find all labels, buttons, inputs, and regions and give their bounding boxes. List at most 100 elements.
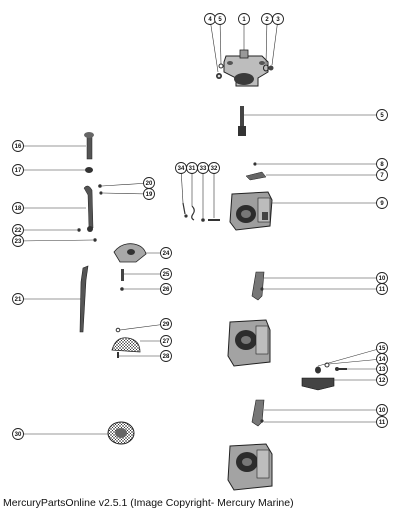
callout-5[interactable]: 5: [244, 109, 388, 121]
callout-11[interactable]: 11: [264, 283, 388, 295]
callout-circle: [214, 13, 226, 25]
callout-circle: [160, 268, 172, 280]
callout-27[interactable]: 27: [140, 335, 172, 347]
callout-32[interactable]: 32: [208, 162, 220, 219]
callout-number: 26: [163, 287, 170, 293]
callout-number: 18: [15, 206, 22, 212]
callout-17[interactable]: 17: [12, 164, 86, 176]
callout-15[interactable]: 15: [317, 342, 388, 367]
part-lever-10: [251, 271, 265, 301]
callout-8[interactable]: 8: [257, 158, 388, 170]
callout-3[interactable]: 3: [271, 13, 284, 66]
callout-12[interactable]: 12: [334, 374, 388, 386]
part-pin-11-lower: [260, 419, 264, 423]
part-spring-25: [121, 269, 124, 281]
part-carburetor-body-bottom: [227, 443, 273, 491]
part-carburetor-9: [229, 191, 273, 231]
callout-5[interactable]: 5: [214, 13, 226, 65]
part-washer-19: [99, 191, 103, 195]
callout-number: 13: [379, 367, 386, 373]
callout-circle: [376, 416, 388, 428]
part-filter-30: [107, 421, 135, 445]
callout-circle: [143, 188, 155, 200]
callout-number: 22: [15, 228, 22, 234]
callout-4[interactable]: 4: [204, 13, 219, 73]
callout-number: 16: [15, 144, 22, 150]
callout-circle: [12, 164, 24, 176]
callout-22[interactable]: 22: [12, 224, 78, 236]
callout-33[interactable]: 33: [197, 162, 209, 219]
callout-number: 8: [380, 162, 384, 168]
callout-number: 34: [178, 166, 185, 172]
callout-circle: [376, 109, 388, 121]
callout-25[interactable]: 25: [124, 268, 172, 280]
callout-circle: [160, 335, 172, 347]
callout-circle: [12, 235, 24, 247]
callout-number: 10: [379, 408, 386, 414]
callout-circle: [160, 318, 172, 330]
callout-number: 21: [15, 297, 22, 303]
callout-number: 14: [379, 357, 386, 363]
callout-number: 4: [208, 17, 212, 23]
leader-line: [265, 18, 268, 65]
callout-number: 30: [15, 432, 22, 438]
callout-7[interactable]: 7: [266, 169, 388, 181]
callout-14[interactable]: 14: [328, 353, 388, 365]
callout-23[interactable]: 23: [12, 235, 94, 247]
part-screw-4: [216, 73, 222, 79]
callout-24[interactable]: 24: [146, 247, 172, 259]
leader-line: [317, 347, 383, 367]
callout-9[interactable]: 9: [272, 197, 388, 209]
callout-number: 10: [379, 276, 386, 282]
part-spring-20: [98, 184, 102, 188]
callout-26[interactable]: 26: [124, 283, 172, 295]
callout-number: 19: [146, 192, 153, 198]
callout-circle: [160, 350, 172, 362]
callout-10[interactable]: 10: [264, 272, 388, 284]
callout-18[interactable]: 18: [12, 202, 87, 214]
callout-10[interactable]: 10: [264, 404, 388, 416]
callout-21[interactable]: 21: [12, 293, 82, 305]
part-clip-23: [93, 238, 97, 242]
callout-number: 15: [379, 346, 386, 352]
copyright-footer: MercuryPartsOnline v2.5.1 (Image Copyrig…: [3, 497, 294, 509]
callout-1[interactable]: 1: [238, 13, 250, 51]
part-lever-10-lower: [251, 399, 265, 427]
callout-number: 11: [379, 287, 386, 293]
callout-number: 3: [276, 17, 280, 23]
part-screw-33: [201, 218, 205, 222]
part-float-15: [315, 366, 321, 374]
callout-13[interactable]: 13: [347, 363, 388, 375]
callout-16[interactable]: 16: [12, 140, 87, 152]
leader-line: [328, 358, 383, 365]
callout-2[interactable]: 2: [261, 13, 273, 65]
callout-34[interactable]: 34: [175, 162, 187, 204]
part-stud-5: [238, 106, 246, 136]
callout-20[interactable]: 20: [101, 177, 155, 189]
leader-line: [17, 239, 94, 242]
part-pin-32: [208, 219, 220, 221]
callout-11[interactable]: 11: [264, 416, 388, 428]
callout-28[interactable]: 28: [119, 350, 172, 362]
callout-30[interactable]: 30: [12, 428, 109, 440]
part-pin-22: [77, 228, 81, 232]
callout-number: 17: [15, 168, 22, 174]
callout-number: 23: [15, 239, 22, 245]
part-screw-26: [120, 287, 124, 291]
callout-number: 33: [200, 166, 207, 172]
callout-circle: [272, 13, 284, 25]
callout-19[interactable]: 19: [102, 188, 155, 200]
callout-circle: [160, 247, 172, 259]
part-link-18: [83, 185, 94, 232]
callout-number: 29: [163, 322, 170, 328]
callout-31[interactable]: 31: [186, 162, 198, 207]
part-carburetor-body-middle: [227, 319, 271, 367]
part-washer-3: [268, 65, 274, 71]
callout-29[interactable]: 29: [119, 318, 172, 331]
part-screw-13: [335, 367, 347, 371]
part-needle-14: [324, 362, 330, 368]
part-screw-8: [253, 162, 257, 166]
leader-line: [271, 18, 279, 66]
